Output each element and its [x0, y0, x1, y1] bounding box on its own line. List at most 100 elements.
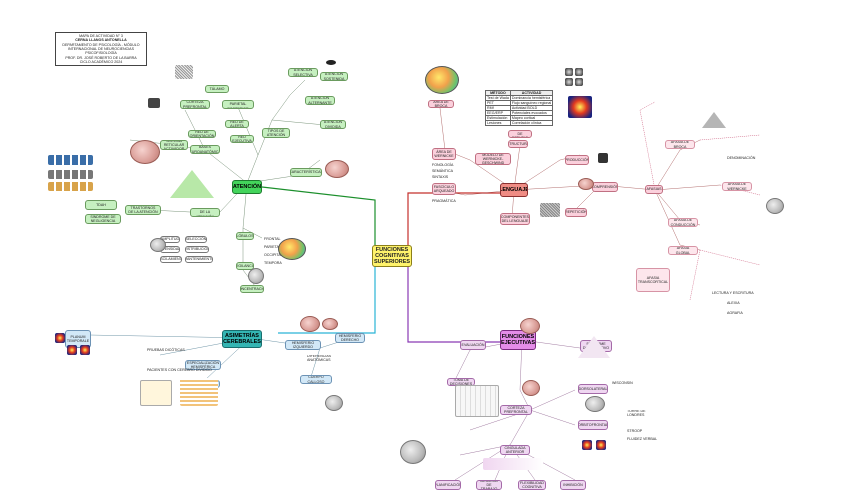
header-line3: DEPARTAMENTO DE PSICOLOGÍA - MÓDULO INTE… — [62, 42, 140, 51]
ejecutivas-node[interactable]: FUNCIONES EJECUTIVAS — [500, 330, 536, 350]
atencion-sostenida-node[interactable]: ATENCIÓN SOSTENIDA — [320, 72, 348, 81]
lenguaje-tecnicas-node[interactable]: TÉCNICAS DE ESTUDIO — [508, 130, 532, 138]
lenguaje-node[interactable]: LENGUAJE — [500, 183, 528, 197]
atencion-selectiva-node[interactable]: ATENCIÓN SELECTIVA — [288, 68, 318, 77]
connector-ejecutivas — [407, 265, 500, 343]
ejecutivas-inhibicion-node[interactable]: INHIBICIÓN — [560, 480, 586, 490]
asimetrias-brain-image — [300, 316, 320, 332]
ejecutivas-cingulada-node[interactable]: CINGULADA ANTERIOR — [500, 445, 530, 455]
lenguaje-afasia-broca-node[interactable]: AFASIA DE BROCA — [665, 140, 695, 149]
atencion-dividida-node[interactable]: ATENCIÓN DIVIDIDA — [320, 120, 346, 129]
ejecutivas-evaluacion-node[interactable]: EVALUACIÓN — [460, 340, 486, 350]
ejecutivas-dorsolateral-node[interactable]: DORSOLATERAL — [578, 384, 608, 394]
ejecutivas-brain4-image — [400, 440, 426, 464]
atencion-caracteristicas-node[interactable]: CARACTERÍSTICAS — [290, 168, 322, 177]
lenguaje-photo-image — [598, 153, 608, 163]
asimetrias-calloso-node[interactable]: CUERPO CALLOSO — [300, 375, 332, 384]
asimetrias-figures-image — [180, 378, 218, 406]
ejecutivas-orbitofrontal-node[interactable]: ORBITOFRONTAL — [578, 420, 608, 430]
atencion-alerta-node[interactable]: RED DE ALERTA — [225, 120, 249, 128]
lenguaje-repeticion-node[interactable]: REPETICIÓN — [565, 208, 587, 217]
atencion-funciones-node[interactable]: FUNCIONES DE LA ATENCIÓN — [190, 208, 220, 217]
lenguaje-afasias-node[interactable]: AFASIAS — [645, 185, 663, 194]
lenguaje-methods-table: MÉTODO ACTIVIDAD Test de Wada Dominancia… — [485, 90, 554, 126]
atencion-bases-node[interactable]: BASES NEUROANATÓMICAS — [190, 145, 220, 154]
table-cell: Dominancia hemisférica — [509, 95, 554, 101]
table-cell: Potenciales evocados — [509, 110, 554, 116]
lenguaje-afasia-conduccion-node[interactable]: AFASIA DE CONDUCCIÓN — [668, 218, 698, 227]
lenguaje-broca-node[interactable]: ÁREA DE BROCA — [428, 100, 454, 108]
lenguaje-scan-1 — [565, 68, 573, 76]
atencion-frontal-label: FRONTAL — [264, 236, 281, 241]
atencion-tipos-node[interactable]: TIPOS DE ATENCIÓN — [262, 128, 290, 138]
atencion-orientacion-node[interactable]: RED DE ORIENTACIÓN — [188, 130, 216, 138]
lenguaje-modelo-node[interactable]: MODELO DE WERNICKE-GESCHWIND — [475, 153, 511, 165]
lenguaje-alexia-label: ALEXIA — [727, 300, 740, 305]
lenguaje-componentes-node[interactable]: COMPONENTES DEL LENGUAJE — [500, 213, 530, 225]
lenguaje-wernicke-node[interactable]: ÁREA DE WERNICKE — [432, 148, 456, 160]
atencion-tdah-node[interactable]: TDAH — [85, 200, 117, 210]
atencion-ejecutiva-node[interactable]: RED EJECUTIVA — [230, 135, 254, 143]
table-cell: Flujo sanguíneo regional — [509, 100, 554, 106]
lenguaje-fonologia-label: FONOLOGÍA — [432, 162, 454, 167]
asimetrias-especializacion-node[interactable]: ESPECIALIZACIÓN HEMISFÉRICA — [185, 360, 221, 370]
lenguaje-produccion-node[interactable]: PRODUCCIÓN — [565, 155, 589, 165]
ejecutivas-brain3-image — [585, 396, 605, 412]
atencion-node[interactable]: ATENCIÓN — [232, 180, 262, 194]
lenguaje-afasia-wernicke-node[interactable]: AFASIA DE WERNICKE — [722, 182, 752, 191]
ejecutivas-scan-2 — [596, 440, 606, 450]
ejecutivas-diagram-image — [455, 385, 499, 417]
atencion-alternante-node[interactable]: ATENCIÓN ALTERNANTE — [305, 96, 335, 105]
atencion-distribucion-node[interactable]: DISTRIBUCIÓN — [185, 246, 209, 253]
asimetrias-diferencias-label: DIFERENCIAS ANATÓMICAS — [307, 355, 332, 361]
ejecutivas-memoria-node[interactable]: MEMORIA DE TRABAJO — [476, 480, 502, 490]
asimetrias-scan-1 — [55, 333, 65, 343]
asimetrias-izquierdo-node[interactable]: HEMISFERIO IZQUIERDO — [285, 340, 321, 350]
header-line2: CERNA LLANOS ANTONELLA — [75, 38, 127, 43]
atencion-icons-row-2 — [48, 170, 93, 179]
lenguaje-transcortical-node[interactable]: AFASIA TRANSCORTICAL — [636, 268, 670, 292]
atencion-photo-1 — [148, 98, 160, 108]
ejecutivas-prefrontal-node[interactable]: CORTEZA PREFRONTAL — [500, 405, 532, 415]
atencion-lobulos-node[interactable]: LÓBULOS — [236, 232, 254, 240]
atencion-trastornos-node[interactable]: TRASTORNOS DE LA ATENCIÓN — [125, 205, 161, 215]
asimetrias-dicoticas-label: PRUEBAS DICÓTICAS — [147, 347, 185, 352]
atencion-oscilamiento-node[interactable]: OSCILAMIENTO — [160, 256, 182, 263]
connector-atencion — [261, 186, 376, 245]
atencion-talamo-node[interactable]: TÁLAMO — [205, 85, 229, 93]
table-cell: Correlación clínica — [509, 120, 554, 126]
ejecutivas-scan-1 — [582, 440, 592, 450]
atencion-prefrontal-node[interactable]: CORTEZA PREFRONTAL — [180, 100, 210, 109]
lenguaje-texture-image — [540, 203, 560, 217]
asimetrias-node[interactable]: ASIMETRÍAS CEREBRALES — [222, 330, 262, 348]
connector-lenguaje — [407, 192, 500, 245]
ejecutivas-planificacion-node[interactable]: PLANIFICACIÓN — [435, 480, 461, 490]
lenguaje-afasia-global-node[interactable]: AFASIA GLOBAL — [668, 246, 698, 255]
atencion-sra-node[interactable]: SISTEMA RETICULAR ACTIVADOR — [160, 140, 188, 150]
table-row: Lesiones Correlación clínica — [485, 120, 554, 126]
ejecutivas-brain2-image — [522, 380, 540, 396]
lenguaje-estructuras-node[interactable]: ESTRUCTURAS — [508, 140, 528, 148]
ejecutivas-flexibilidad-node[interactable]: FLEXIBILIDAD COGNITIVA — [518, 480, 546, 490]
atencion-concentracion-node[interactable]: CONCENTRACIÓN — [240, 285, 264, 293]
lenguaje-fasciculo-node[interactable]: FASCÍCULO ARQUEADO — [432, 183, 456, 195]
asimetrias-planum-node[interactable]: PLANUM TEMPORALE — [65, 330, 91, 348]
atencion-mantenimiento-node[interactable]: MANTENIMIENTO — [185, 256, 213, 263]
asimetrias-scan-3 — [80, 345, 90, 355]
ejecutivas-triangle-icon — [578, 336, 610, 358]
atencion-lobes-image — [278, 238, 306, 260]
table-row: Test de Wada Dominancia hemisférica — [485, 95, 554, 101]
asimetrias-derecho-node[interactable]: HEMISFERIO DERECHO — [335, 333, 365, 343]
ejecutivas-wisconsin-label: WISCONSIN — [612, 380, 633, 385]
atencion-small-brain-image — [150, 238, 166, 252]
atencion-parietal-node[interactable]: CORTEZA PARIETAL POSTERIOR — [222, 100, 254, 109]
header-box: MAPA DE ACTIVIDAD N° 3 CERNA LLANOS ANTO… — [55, 32, 147, 66]
atencion-seleccion-node[interactable]: SELECCIÓN — [185, 236, 207, 243]
atencion-vigilancia-node[interactable]: VIGILANCIA — [236, 262, 254, 270]
atencion-negligencia-node[interactable]: SÍNDROME DE NEGLIGENCIA — [85, 214, 121, 224]
header-line6: CICLO ACADÉMICO 2024 — [79, 59, 123, 64]
central-node[interactable]: FUNCIONES COGNITIVAS SUPERIORES — [372, 245, 412, 267]
lenguaje-comprension-node[interactable]: COMPRENSIÓN — [592, 182, 618, 192]
